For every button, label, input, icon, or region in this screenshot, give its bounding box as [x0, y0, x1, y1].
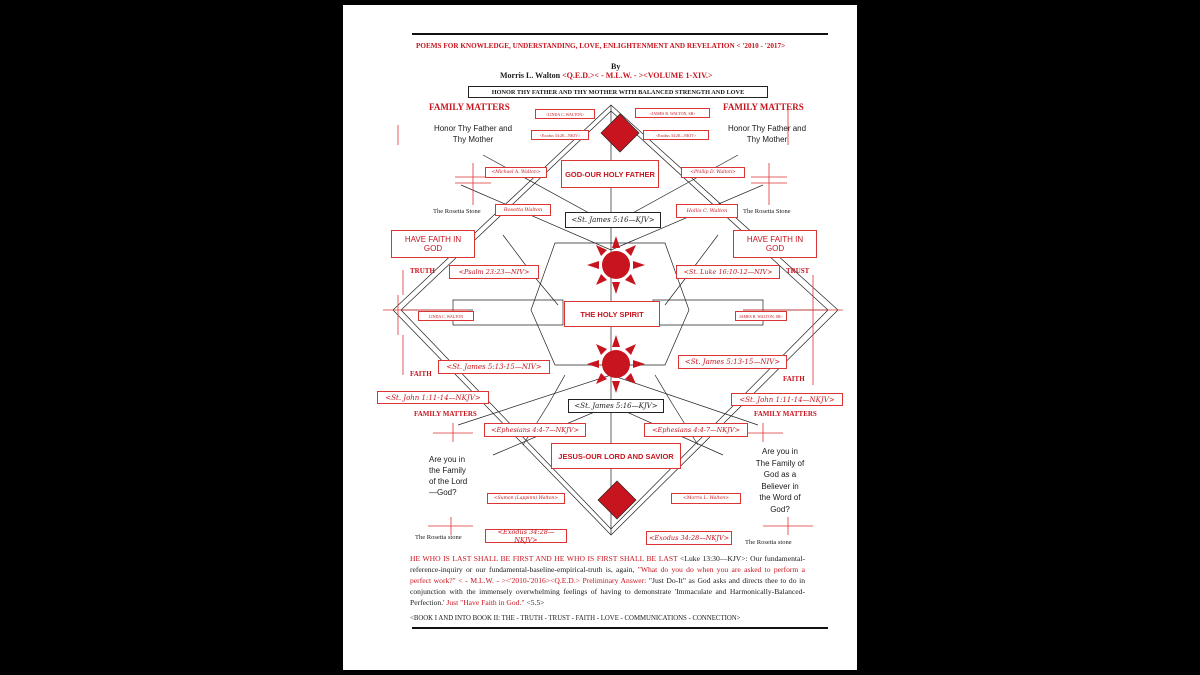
truth-label: TRUTH — [410, 267, 435, 275]
sun-icon — [587, 236, 645, 294]
by-line: By — [611, 62, 621, 71]
name-phillip: <Phillip D. Walton> — [681, 167, 745, 178]
exodus-small-left: <Exodus 34:28—NKJV> — [531, 130, 589, 140]
holy-spirit-box: THE HOLY SPIRIT — [564, 301, 660, 327]
ephesians-left: <Ephesians 4:4-7—NKJV> — [484, 423, 586, 437]
honor-banner: HONOR THY FATHER AND THY MOTHER WITH BAL… — [468, 86, 768, 98]
name-hollis: Hollis C. Walton — [676, 204, 738, 218]
body-quote: "What do you do when you are asked to pe… — [410, 565, 806, 585]
honor-left: Honor Thy Father and Thy Mother — [433, 124, 513, 144]
faith-left: FAITH — [410, 370, 432, 378]
name-linda-mid: LINDA C. WALTON — [418, 311, 474, 321]
john-left: <St. John 1:11-14—NKJV> — [377, 391, 489, 404]
name-sumon: <Sumon (Lappinn) Walton> — [487, 493, 565, 504]
body-ref: <Luke 13:30—KJV>: Our fundamental-refere… — [410, 554, 805, 574]
question-right: Are you in The Family of God as a Believ… — [755, 447, 805, 514]
have-faith-right: HAVE FAITH IN GOD — [733, 230, 817, 258]
john-right: <St. John 1:11-14—NKJV> — [731, 393, 843, 406]
document-title: POEMS FOR KNOWLEDGE, UNDERSTANDING, LOVE… — [416, 42, 786, 50]
name-james-top: <JAMES R. WALTON, SR> — [635, 108, 710, 118]
faith-right: FAITH — [783, 375, 805, 383]
family-matters-left: FAMILY MATTERS — [429, 102, 510, 112]
family-matters-right-2: FAMILY MATTERS — [754, 410, 817, 418]
name-rosetta: Rosetta Walton — [495, 204, 551, 216]
top-rule — [412, 33, 828, 35]
footer-line: <BOOK I AND INTO BOOK II: THE - TRUTH - … — [410, 615, 741, 622]
question-left: Are you in the Family of the Lord—God? — [429, 455, 468, 497]
rosetta-right: The Rosetta Stone — [743, 208, 791, 215]
body-end-red: Just "Have Faith in God." — [446, 598, 525, 607]
rosetta-left: The Rosetta Stone — [433, 208, 481, 215]
body-paragraph: HE WHO IS LAST SHALL BE FIRST AND HE WHO… — [410, 553, 805, 608]
name-michael: <Michael A. Walton> — [485, 167, 547, 178]
body-answer: "Just Do-It" as God asks and directs the… — [410, 576, 805, 607]
ephesians-right: <Ephesians 4:4-7—NKJV> — [644, 423, 748, 437]
sun-icon — [587, 335, 645, 393]
diamond-icon — [600, 113, 640, 153]
family-matters-right: FAMILY MATTERS — [723, 102, 804, 112]
exodus-small-right: <Exodus 34:28—NKJV> — [643, 130, 709, 140]
bottom-rule — [412, 627, 828, 629]
family-matters-left-2: FAMILY MATTERS — [414, 410, 477, 418]
jesus-box: JESUS-OUR LORD AND SAVIOR — [551, 443, 681, 469]
name-morris: <Morris L. Walton> — [671, 493, 741, 504]
trust-label: TRUST — [786, 267, 810, 275]
exodus-bottom-right: <Exodus 34:28—NKJV> — [646, 531, 732, 545]
honor-right: Honor Thy Father and Thy Mother — [727, 124, 807, 144]
author-line: Morris L. Walton <Q.E.D.>< - M.L.W. - ><… — [500, 71, 712, 80]
author-name: Morris L. Walton — [500, 71, 561, 80]
name-linda-top: <LINDA C. WALTON> — [535, 109, 595, 119]
document-page: POEMS FOR KNOWLEDGE, UNDERSTANDING, LOVE… — [343, 5, 857, 670]
name-james-mid: JAMES R. WALTON, SR> — [735, 311, 787, 321]
james-516-bottom: <St. James 5:16—KJV> — [568, 399, 664, 413]
luke-ref: <St. Luke 16:10-12—NIV> — [676, 265, 780, 279]
rosetta-bottom-left: The Rosetta stone — [415, 534, 462, 541]
james-513-left: <St. James 5:13-15—NIV> — [438, 360, 550, 374]
body-end: <5.5> — [524, 598, 545, 607]
diamond-icon — [597, 480, 637, 520]
james-513-right: <St. James 5:13-15—NIV> — [678, 355, 787, 369]
body-lead: HE WHO IS LAST SHALL BE FIRST AND HE WHO… — [410, 554, 678, 563]
god-box: GOD-OUR HOLY FATHER — [561, 160, 659, 188]
james-516-top: <St. James 5:16—KJV> — [565, 212, 661, 228]
have-faith-left: HAVE FAITH IN GOD — [391, 230, 475, 258]
exodus-bottom-left: <Exodus 34:28—NKJV> — [485, 528, 567, 544]
author-suffix: <Q.E.D.>< - M.L.W. - ><VOLUME 1-XIV.> — [562, 71, 713, 80]
rosetta-bottom-right: The Rosetta stone — [745, 539, 792, 546]
psalm-ref: <Psalm 23:23—NIV> — [449, 265, 539, 279]
